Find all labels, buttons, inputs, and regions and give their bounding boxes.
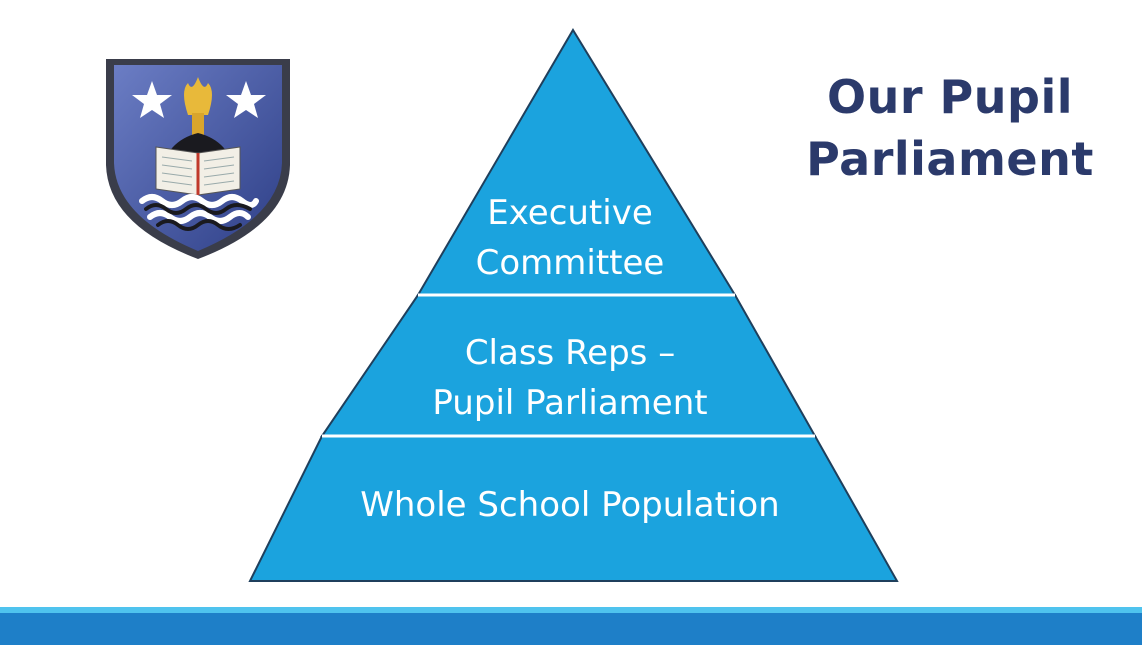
star-icon <box>132 81 172 118</box>
title-line-2: Parliament <box>806 132 1094 186</box>
footer-stripe <box>0 607 1142 613</box>
title-line-1: Our Pupil <box>827 70 1073 124</box>
tier-label-line: Class Reps – <box>464 333 676 373</box>
footer-bar <box>0 613 1142 645</box>
school-crest-icon <box>106 59 290 259</box>
tier-label-line: Executive <box>487 193 653 233</box>
tier-label-line: Whole School Population <box>360 485 780 525</box>
tier-label-whole-school: Whole School Population <box>320 480 820 530</box>
tier-label-line: Committee <box>475 243 665 283</box>
tier-label-line: Pupil Parliament <box>432 383 708 423</box>
tier-label-class-reps: Class Reps – Pupil Parliament <box>380 328 760 428</box>
star-icon <box>226 81 266 118</box>
page-title: Our Pupil Parliament <box>800 66 1100 190</box>
tier-label-executive: Executive Committee <box>420 188 720 288</box>
